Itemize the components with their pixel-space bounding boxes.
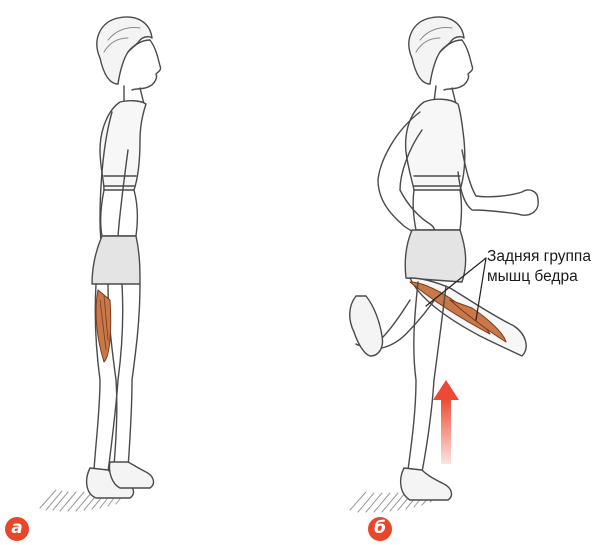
panel-standing: а xyxy=(0,0,300,545)
shorts xyxy=(405,230,465,282)
head xyxy=(440,40,473,90)
callout-line-2: мышц бедра xyxy=(487,267,591,287)
callout-line-1: Задняя группа xyxy=(487,247,591,267)
shoe-standing xyxy=(401,468,452,500)
panel-running: Задняя группа мышц бедра б xyxy=(300,0,614,545)
head xyxy=(128,40,161,90)
panel-label-b: б xyxy=(368,517,392,541)
hamstring-callout: Задняя группа мышц бедра xyxy=(487,247,591,287)
standing-figure-illustration xyxy=(0,0,300,545)
arm-front xyxy=(458,150,538,215)
shoe-raised xyxy=(350,296,383,356)
upward-arrow-icon xyxy=(433,380,459,464)
panel-label-a: а xyxy=(5,517,29,541)
shoe-front xyxy=(109,462,153,488)
shorts xyxy=(92,236,140,284)
leg-front xyxy=(108,284,140,468)
